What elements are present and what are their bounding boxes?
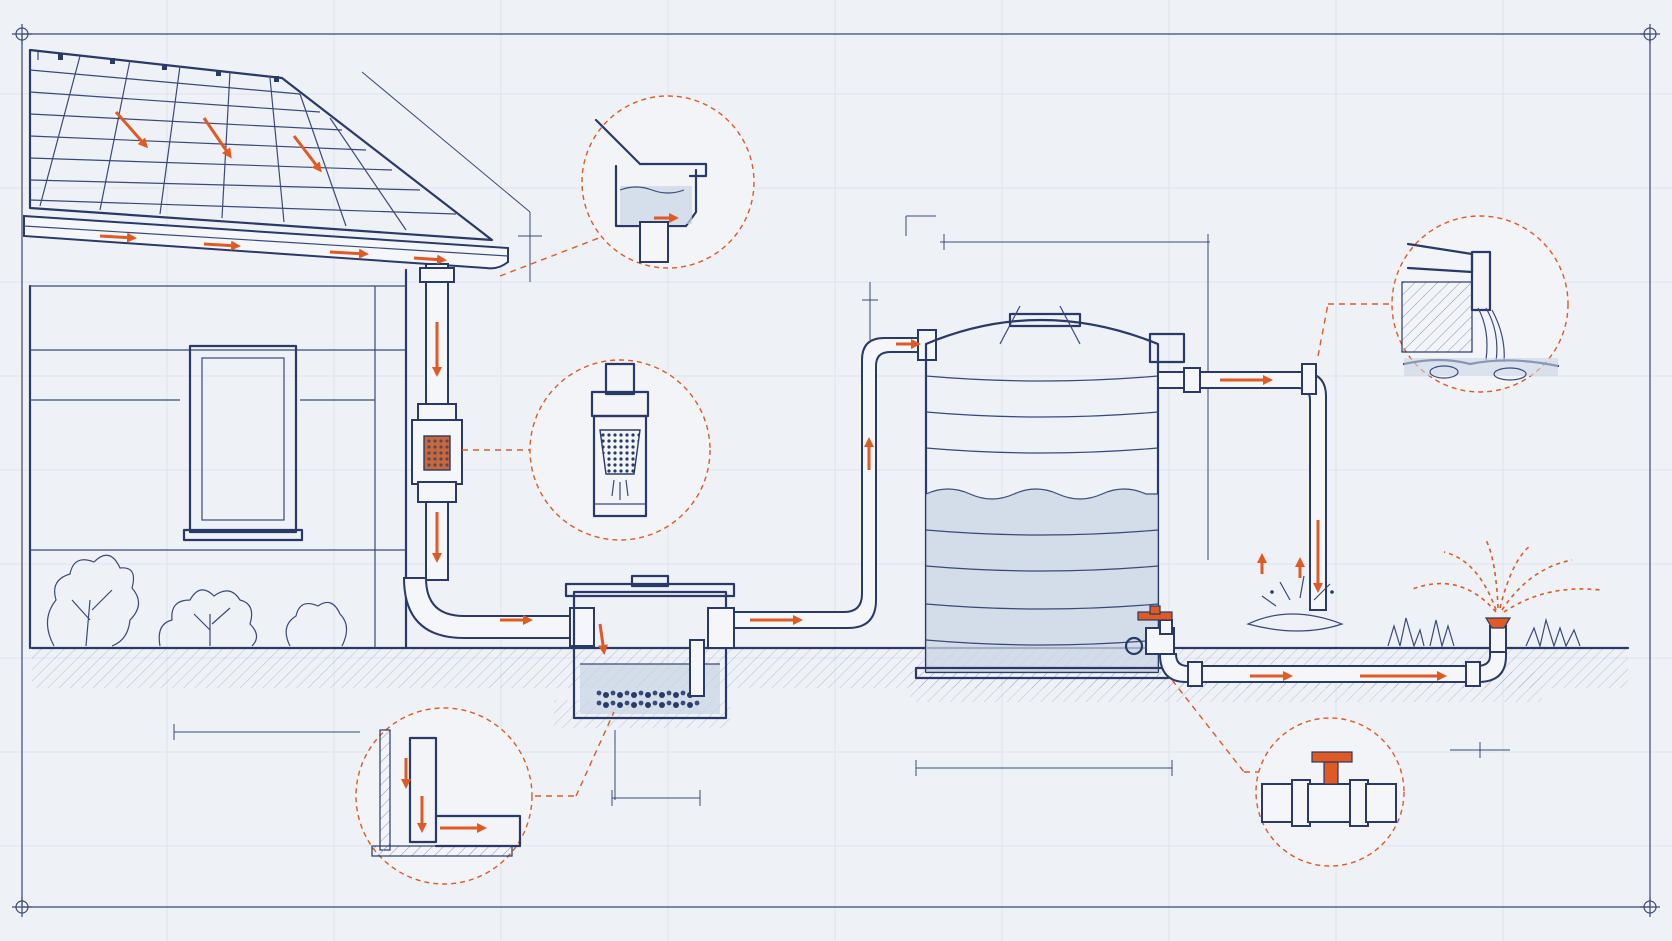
corner-mark-top-right (1640, 24, 1660, 44)
overflow-pipe (1157, 363, 1327, 611)
overflow-splash (1246, 575, 1344, 632)
ground (30, 646, 1630, 728)
gutter-detail-callout (581, 95, 755, 269)
overflow-detail-callout (1391, 215, 1569, 393)
corner-mark-bottom-left (12, 897, 32, 917)
filter-detail-callout (529, 359, 711, 541)
leaf-filter (411, 403, 463, 503)
window (182, 344, 304, 542)
roof (28, 48, 494, 242)
irrigation-sprinkler (1409, 539, 1601, 653)
corner-mark-bottom-right (1640, 897, 1660, 917)
gutter (23, 214, 509, 270)
valve-detail-callout (1255, 717, 1405, 867)
house (28, 268, 408, 650)
corner-mark-top-left (12, 24, 32, 44)
dimension-lines (32, 71, 1510, 806)
storage-tank (914, 305, 1186, 680)
flow-arrows (99, 111, 1447, 681)
settling-tank-detail-callout (355, 707, 533, 885)
drawing-frame (12, 24, 1660, 917)
shrubs (46, 554, 1581, 649)
